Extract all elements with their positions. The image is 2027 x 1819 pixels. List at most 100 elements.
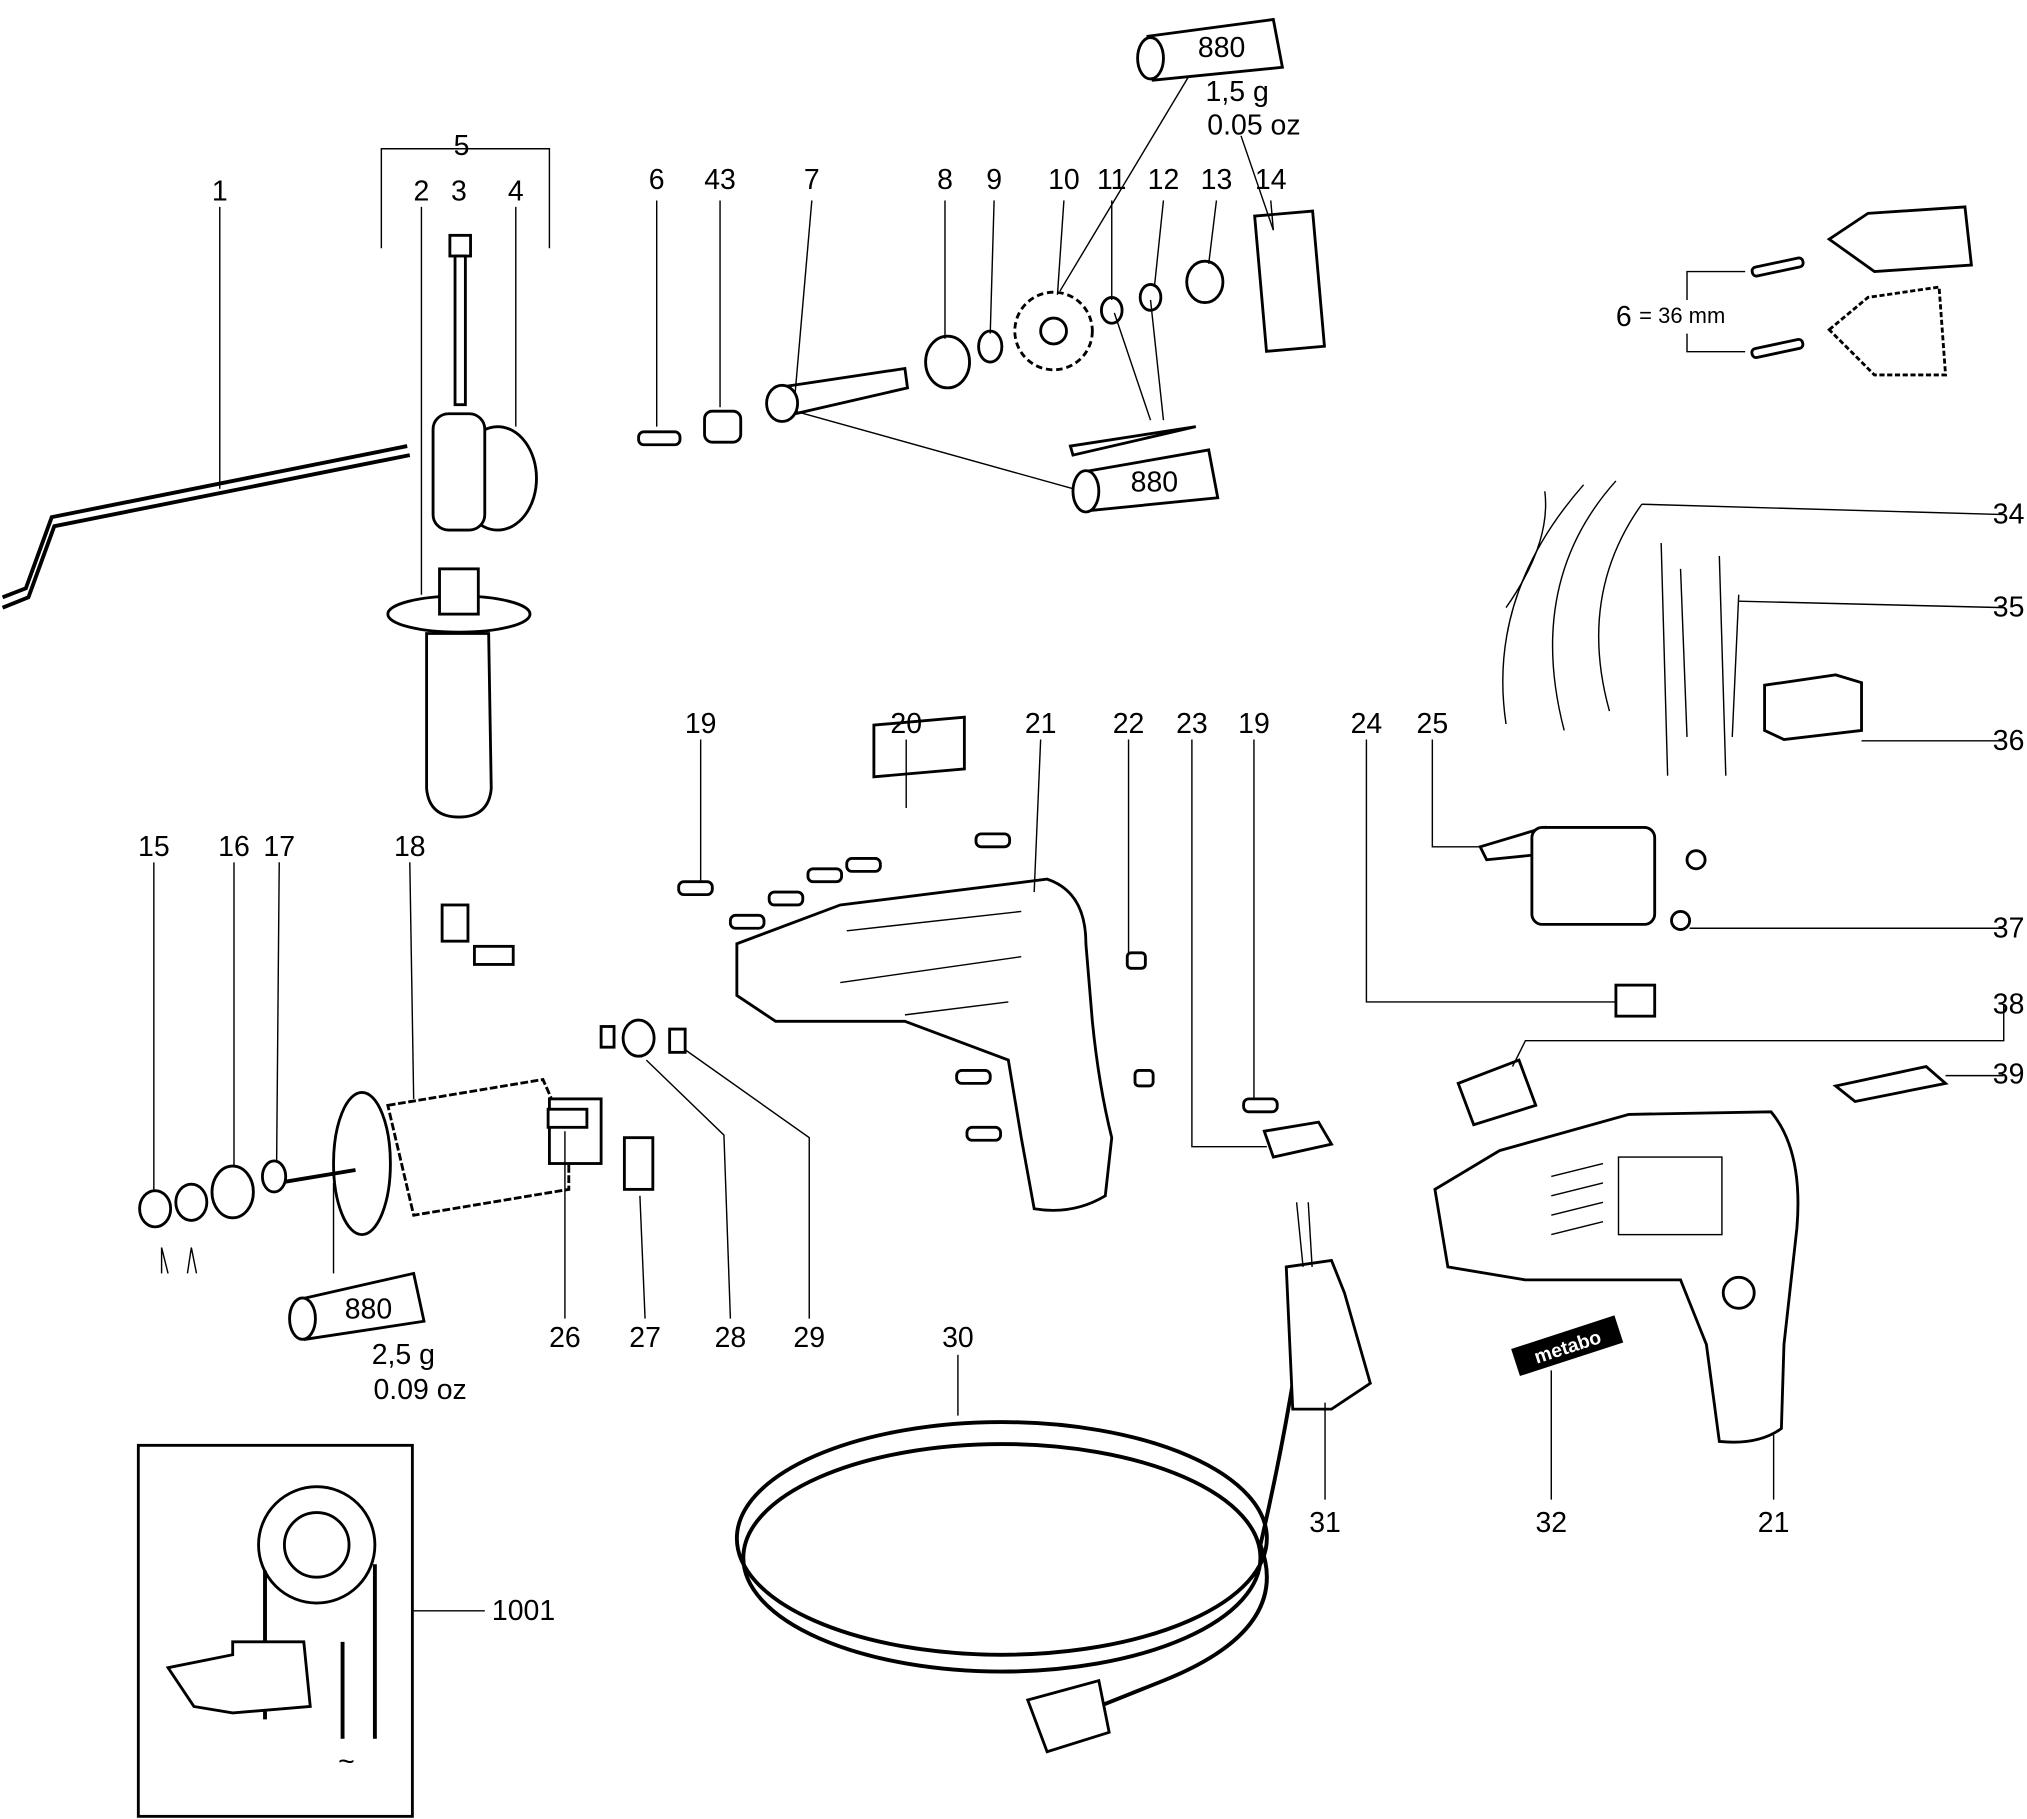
ring-17 (261, 1159, 288, 1194)
spacer-43 (703, 409, 743, 444)
callout-31: 31 (1309, 1507, 1341, 1539)
callout-29: 29 (793, 1322, 825, 1354)
depth-stop-rod (1, 444, 408, 600)
cable-guard-31 (1284, 1258, 1372, 1411)
grease-brush (1068, 425, 1197, 457)
callout-20: 20 (890, 708, 922, 740)
callout-30: 30 (942, 1322, 974, 1354)
callout-10: 10 (1048, 164, 1080, 196)
grease-amount-oz: 0.09 oz (373, 1374, 466, 1406)
bearing-28 (621, 1018, 656, 1058)
grease-tube-bottom: 880 2,5 g 0.09 oz (288, 1271, 467, 1406)
callout-43: 43 (704, 164, 736, 196)
ac-symbol: ~ (338, 1746, 355, 1778)
callout-8: 8 (937, 164, 953, 196)
retaining-ring-9 (977, 329, 1004, 364)
callout-14: 14 (1255, 164, 1287, 196)
callout-12: 12 (1148, 164, 1180, 196)
callout-4: 4 (508, 175, 524, 207)
switch-25 (1365, 739, 2004, 1018)
armature-18 (277, 862, 810, 1319)
bolt-shaft (453, 254, 467, 407)
callout-13: 13 (1201, 164, 1233, 196)
nut-11 (1099, 295, 1124, 325)
spring-13 (1185, 259, 1225, 304)
grease-amount-oz: 0.05 oz (1207, 110, 1300, 142)
callout-6: 6 (649, 164, 665, 196)
callout-22: 22 (1113, 708, 1145, 740)
callout-25: 25 (1417, 708, 1449, 740)
grease-code: 880 (1198, 32, 1245, 64)
brush-holder (440, 903, 470, 943)
callout-17: 17 (263, 831, 295, 863)
callout-3: 3 (451, 175, 467, 207)
callout-32: 32 (1535, 1507, 1567, 1539)
grease-amount: 1,5 g (1206, 76, 1269, 108)
callout-35: 35 (1993, 592, 2025, 624)
screws-19 (677, 832, 1279, 1142)
brush-holder-27 (622, 1136, 655, 1191)
callout-28: 28 (715, 1322, 747, 1354)
carbon-brush-26 (546, 1107, 589, 1129)
callout-9: 9 (986, 164, 1002, 196)
callout-37: 37 (1993, 912, 2025, 944)
power-cord-30 (734, 1202, 1372, 1754)
callout-7: 7 (804, 164, 820, 196)
metabo-logo: metabo (1511, 1315, 1624, 1377)
grease-tube-top: 880 1,5 g 0.05 oz (1136, 17, 1301, 142)
callout-21: 21 (1025, 708, 1057, 740)
cable-set (1502, 480, 2004, 776)
washer-15b (174, 1182, 209, 1222)
grease-amount: 2,5 g (372, 1339, 435, 1371)
bearing-plate-14 (1253, 209, 1326, 353)
carbon-brush (473, 944, 515, 966)
callout-38: 38 (1993, 989, 2025, 1021)
callout-39: 39 (1993, 1058, 2025, 1090)
callout-16: 16 (218, 831, 250, 863)
bolt-head (448, 233, 472, 258)
callout-26: 26 (549, 1322, 581, 1354)
bearing-8 (924, 334, 971, 390)
callout-11: 11 (1097, 164, 1127, 196)
housing-half-21 (699, 715, 1130, 1212)
callout-24: 24 (1351, 708, 1383, 740)
chuck-variants: 6 = 36 mm (1616, 205, 1973, 377)
grease-tube-middle: 880 (1071, 448, 1220, 514)
side-handle-grip (425, 632, 493, 819)
callout-18: 18 (394, 831, 426, 863)
screw-6 (637, 430, 682, 447)
callout-1: 1 (212, 175, 228, 207)
callout-19: 19 (685, 708, 717, 740)
part-29 (668, 1027, 687, 1054)
drill-assembled: metabo (1433, 1110, 1800, 1500)
chuck-part-number: 6 (1616, 301, 1632, 333)
callout-15: 15 (138, 831, 170, 863)
callout-5: 5 (454, 130, 470, 162)
brush-24 (1614, 983, 1657, 1018)
clamp-body (431, 412, 487, 532)
plug (1025, 1678, 1111, 1754)
chuck-length-note: = 36 mm (1639, 303, 1725, 328)
callout-21: 21 (1758, 1507, 1790, 1539)
label-39 (1832, 1065, 1949, 1103)
bearing-16 (210, 1164, 255, 1220)
washer-15 (138, 1189, 173, 1229)
callout-19: 19 (1238, 708, 1270, 740)
callout-1001: 1001 (492, 1595, 555, 1627)
callout-34: 34 (1993, 499, 2025, 531)
carbon-brush-pack-36 (1763, 673, 1863, 741)
grease-code: 880 (345, 1294, 392, 1326)
callout-36: 36 (1993, 725, 2025, 757)
washer-12 (1138, 283, 1163, 312)
callout-23: 23 (1176, 708, 1208, 740)
part-38 (1456, 1058, 1538, 1127)
callout-2: 2 (414, 175, 430, 207)
cable-clamp-23 (1262, 1120, 1334, 1159)
wiring-diagram-1001: ~ (136, 1443, 485, 1818)
screw-37 (1670, 910, 1692, 931)
handle-nut (438, 567, 480, 616)
callout-27: 27 (629, 1322, 661, 1354)
